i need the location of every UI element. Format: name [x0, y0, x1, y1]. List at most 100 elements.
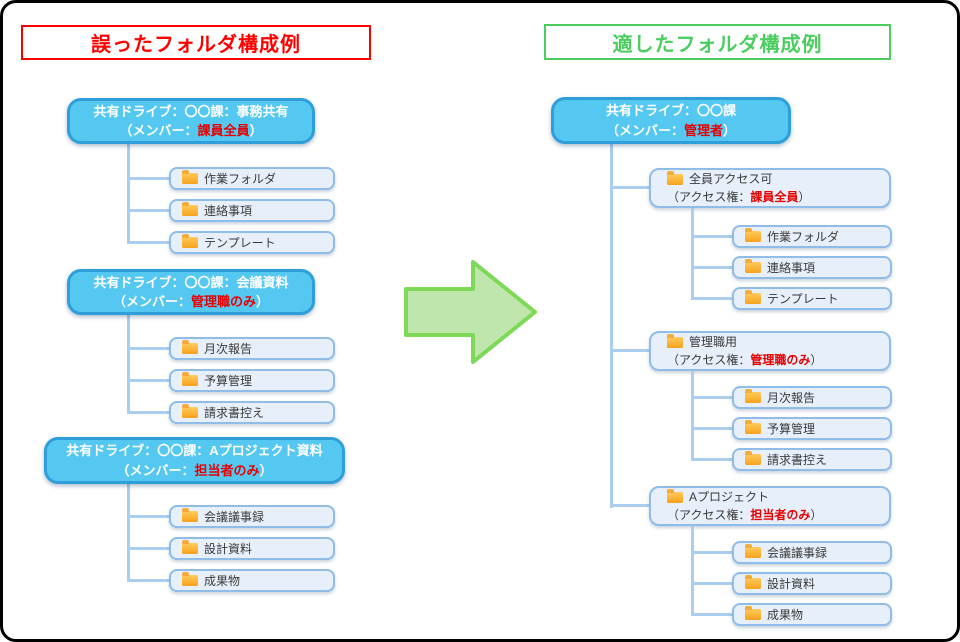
tree-connector [127, 484, 130, 582]
access-label-suffix: ） [810, 508, 823, 522]
folder-icon [182, 372, 198, 386]
folder-node: 設計資料 [169, 537, 335, 560]
drive-box-project-a: 共有ドライブ：〇〇課：Aプロジェクト資料 （メンバー：担当者のみ） [44, 437, 345, 484]
folder-icon [182, 508, 198, 522]
folder-icon [182, 540, 198, 554]
drive-title: 共有ドライブ：〇〇課：Aプロジェクト資料 [66, 443, 323, 458]
member-highlight: 管理者 [683, 122, 723, 138]
tree-connector [691, 613, 732, 616]
folder-access: （アクセス権：課員全員） [667, 188, 883, 206]
folder-icon [745, 451, 761, 465]
drive-members: （メンバー：担当者のみ） [47, 461, 342, 481]
access-label-prefix: （アクセス権： [667, 353, 751, 367]
tree-connector [691, 551, 732, 554]
tree-connector [610, 186, 651, 189]
folder-label: 請求書控え [767, 453, 828, 467]
folder-icon [745, 389, 761, 403]
tree-connector [127, 315, 130, 414]
tree-connector [691, 458, 732, 461]
tree-connector [691, 266, 732, 269]
folder-label: Aプロジェクト [689, 490, 770, 504]
tree-connector [127, 515, 169, 518]
folder-box-all-access: 全員アクセス可 （アクセス権：課員全員） [649, 168, 891, 208]
tree-connector [691, 427, 732, 430]
folder-icon [182, 202, 198, 216]
folder-icon [667, 488, 683, 503]
tree-connector [127, 241, 169, 244]
access-label-prefix: （アクセス権： [667, 508, 751, 522]
folder-icon [667, 170, 683, 185]
folder-label: 月次報告 [767, 391, 816, 405]
suitable-example-title: 適したフォルダ構成例 [544, 24, 891, 60]
member-label-prefix: （メンバー： [119, 123, 198, 138]
drive-members: （メンバー：管理職のみ） [70, 292, 312, 312]
folder-label: 作業フォルダ [767, 230, 840, 244]
access-label-prefix: （アクセス権： [667, 190, 751, 204]
tree-connector [127, 579, 169, 582]
tree-connector [610, 504, 651, 507]
folder-node: 会議議事録 [169, 505, 335, 528]
folder-access: （アクセス権：担当者のみ） [667, 506, 883, 524]
folder-node: 連絡事項 [169, 199, 335, 222]
tree-connector [691, 208, 694, 300]
folder-icon [745, 228, 761, 242]
folder-node: 予算管理 [169, 369, 335, 392]
member-label-suffix: ） [256, 294, 270, 309]
folder-label: テンプレート [204, 236, 276, 250]
access-highlight: 管理職のみ [750, 353, 811, 367]
folder-icon [182, 234, 198, 248]
folder-box-managers: 管理職用 （アクセス権：管理職のみ） [649, 331, 891, 371]
access-label-suffix: ） [798, 190, 811, 204]
folder-label: 予算管理 [204, 374, 253, 388]
folder-node: テンプレート [169, 231, 335, 254]
member-highlight: 管理職のみ [190, 294, 256, 309]
tree-connector [127, 547, 169, 550]
folder-icon [182, 170, 198, 184]
folder-label: 成果物 [767, 608, 804, 622]
drive-box-meeting-docs: 共有ドライブ：〇〇課：会議資料 （メンバー：管理職のみ） [67, 269, 315, 315]
folder-label: 連絡事項 [767, 261, 816, 275]
tree-connector [610, 349, 651, 352]
folder-label: 設計資料 [204, 542, 253, 556]
tree-connector [127, 347, 169, 350]
folder-node: 予算管理 [732, 417, 892, 440]
folder-icon [745, 290, 761, 304]
folder-node: 月次報告 [732, 386, 892, 409]
folder-label: 管理職用 [689, 335, 738, 349]
tree-connector [127, 209, 169, 212]
member-label-prefix: （メンバー： [116, 462, 195, 478]
folder-node: テンプレート [732, 287, 892, 310]
folder-label: 全員アクセス可 [689, 172, 773, 186]
folder-icon [182, 404, 198, 418]
tree-connector [127, 411, 169, 414]
tree-connector [127, 177, 169, 180]
folder-icon [745, 259, 761, 273]
folder-icon [745, 420, 761, 434]
folder-icon [667, 333, 683, 348]
tree-connector [610, 144, 613, 508]
folder-node: 成果物 [732, 603, 892, 626]
folder-title: Aプロジェクト [667, 488, 883, 506]
tree-connector [691, 297, 732, 300]
folder-label: 作業フォルダ [204, 172, 277, 186]
folder-node: 請求書控え [169, 401, 335, 424]
folder-label: 成果物 [204, 574, 241, 588]
folder-node: 月次報告 [169, 337, 335, 360]
folder-label: テンプレート [767, 292, 839, 306]
folder-icon [182, 572, 198, 586]
folder-title: 全員アクセス可 [667, 170, 883, 188]
folder-node: 作業フォルダ [732, 225, 892, 248]
folder-label: 連絡事項 [204, 204, 253, 218]
folder-node: 成果物 [169, 569, 335, 592]
folder-node: 設計資料 [732, 572, 892, 595]
folder-node: 連絡事項 [732, 256, 892, 279]
drive-title: 共有ドライブ：〇〇課 [605, 103, 736, 118]
tree-connector [127, 144, 130, 243]
wrong-example-title: 誤ったフォルダ構成例 [21, 25, 371, 60]
tree-connector [691, 235, 732, 238]
folder-label: 会議議事録 [767, 546, 828, 560]
drive-box-office-share: 共有ドライブ：〇〇課：事務共有 （メンバー：課員全員） [67, 98, 315, 144]
folder-label: 会議議事録 [204, 510, 265, 524]
member-label-suffix: ） [249, 123, 263, 138]
